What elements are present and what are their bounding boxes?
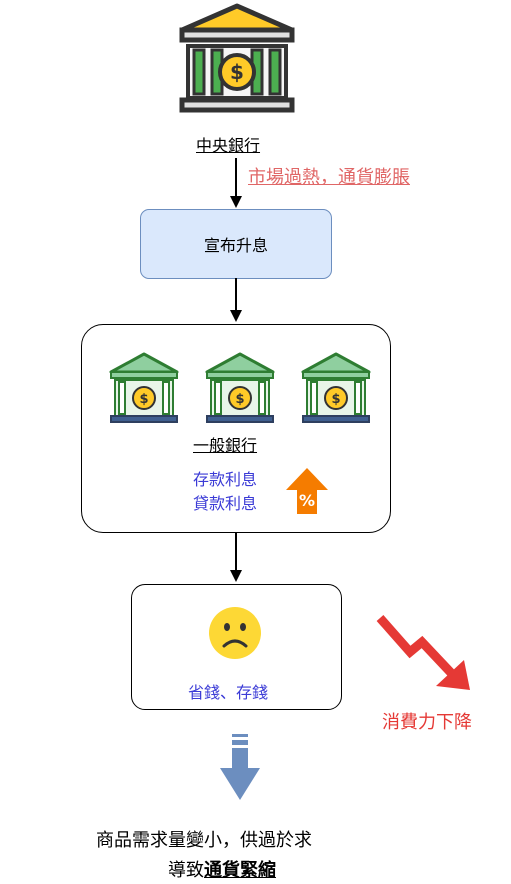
bank-icon: $ <box>205 352 275 423</box>
result-line-1: 商品需求量變小，供過於求 <box>96 830 312 851</box>
svg-text:$: $ <box>139 392 148 407</box>
arrow-to-people <box>230 532 242 582</box>
bank-icon: $ <box>109 352 179 423</box>
spending-decline-label: 消費力下降 <box>382 712 472 733</box>
result-arrow-icon <box>220 734 260 800</box>
interest-up-icon: % <box>286 468 328 514</box>
bank-icon: $ <box>301 352 371 423</box>
central-bank-label: 中央銀行 <box>196 136 261 155</box>
result-line-2: 導致通貨緊縮 <box>168 856 276 882</box>
sad-face-icon <box>209 607 261 659</box>
arrow-to-rate-hike <box>230 158 242 208</box>
central-bank-icon: $ <box>179 3 295 113</box>
loan-interest-label: 貸款利息 <box>193 494 258 513</box>
percent-symbol: % <box>299 491 315 510</box>
rate-hike-box: 宣布升息 <box>140 209 332 279</box>
commercial-banks-label: 一般銀行 <box>193 436 258 455</box>
svg-text:$: $ <box>230 60 244 84</box>
inflation-note: 市場過熱，通貨膨脹 <box>248 167 410 188</box>
arrow-to-banks <box>230 278 242 322</box>
svg-text:$: $ <box>331 392 340 407</box>
consumers-box <box>131 584 342 710</box>
result-line-2-prefix: 導致 <box>168 860 204 881</box>
result-deflation-emphasis: 通貨緊縮 <box>204 860 276 881</box>
rate-hike-label: 宣布升息 <box>203 236 268 255</box>
svg-text:$: $ <box>235 392 244 407</box>
save-money-label: 省錢、存錢 <box>188 683 269 702</box>
deposit-interest-label: 存款利息 <box>193 470 258 489</box>
trend-down-icon <box>376 615 470 690</box>
